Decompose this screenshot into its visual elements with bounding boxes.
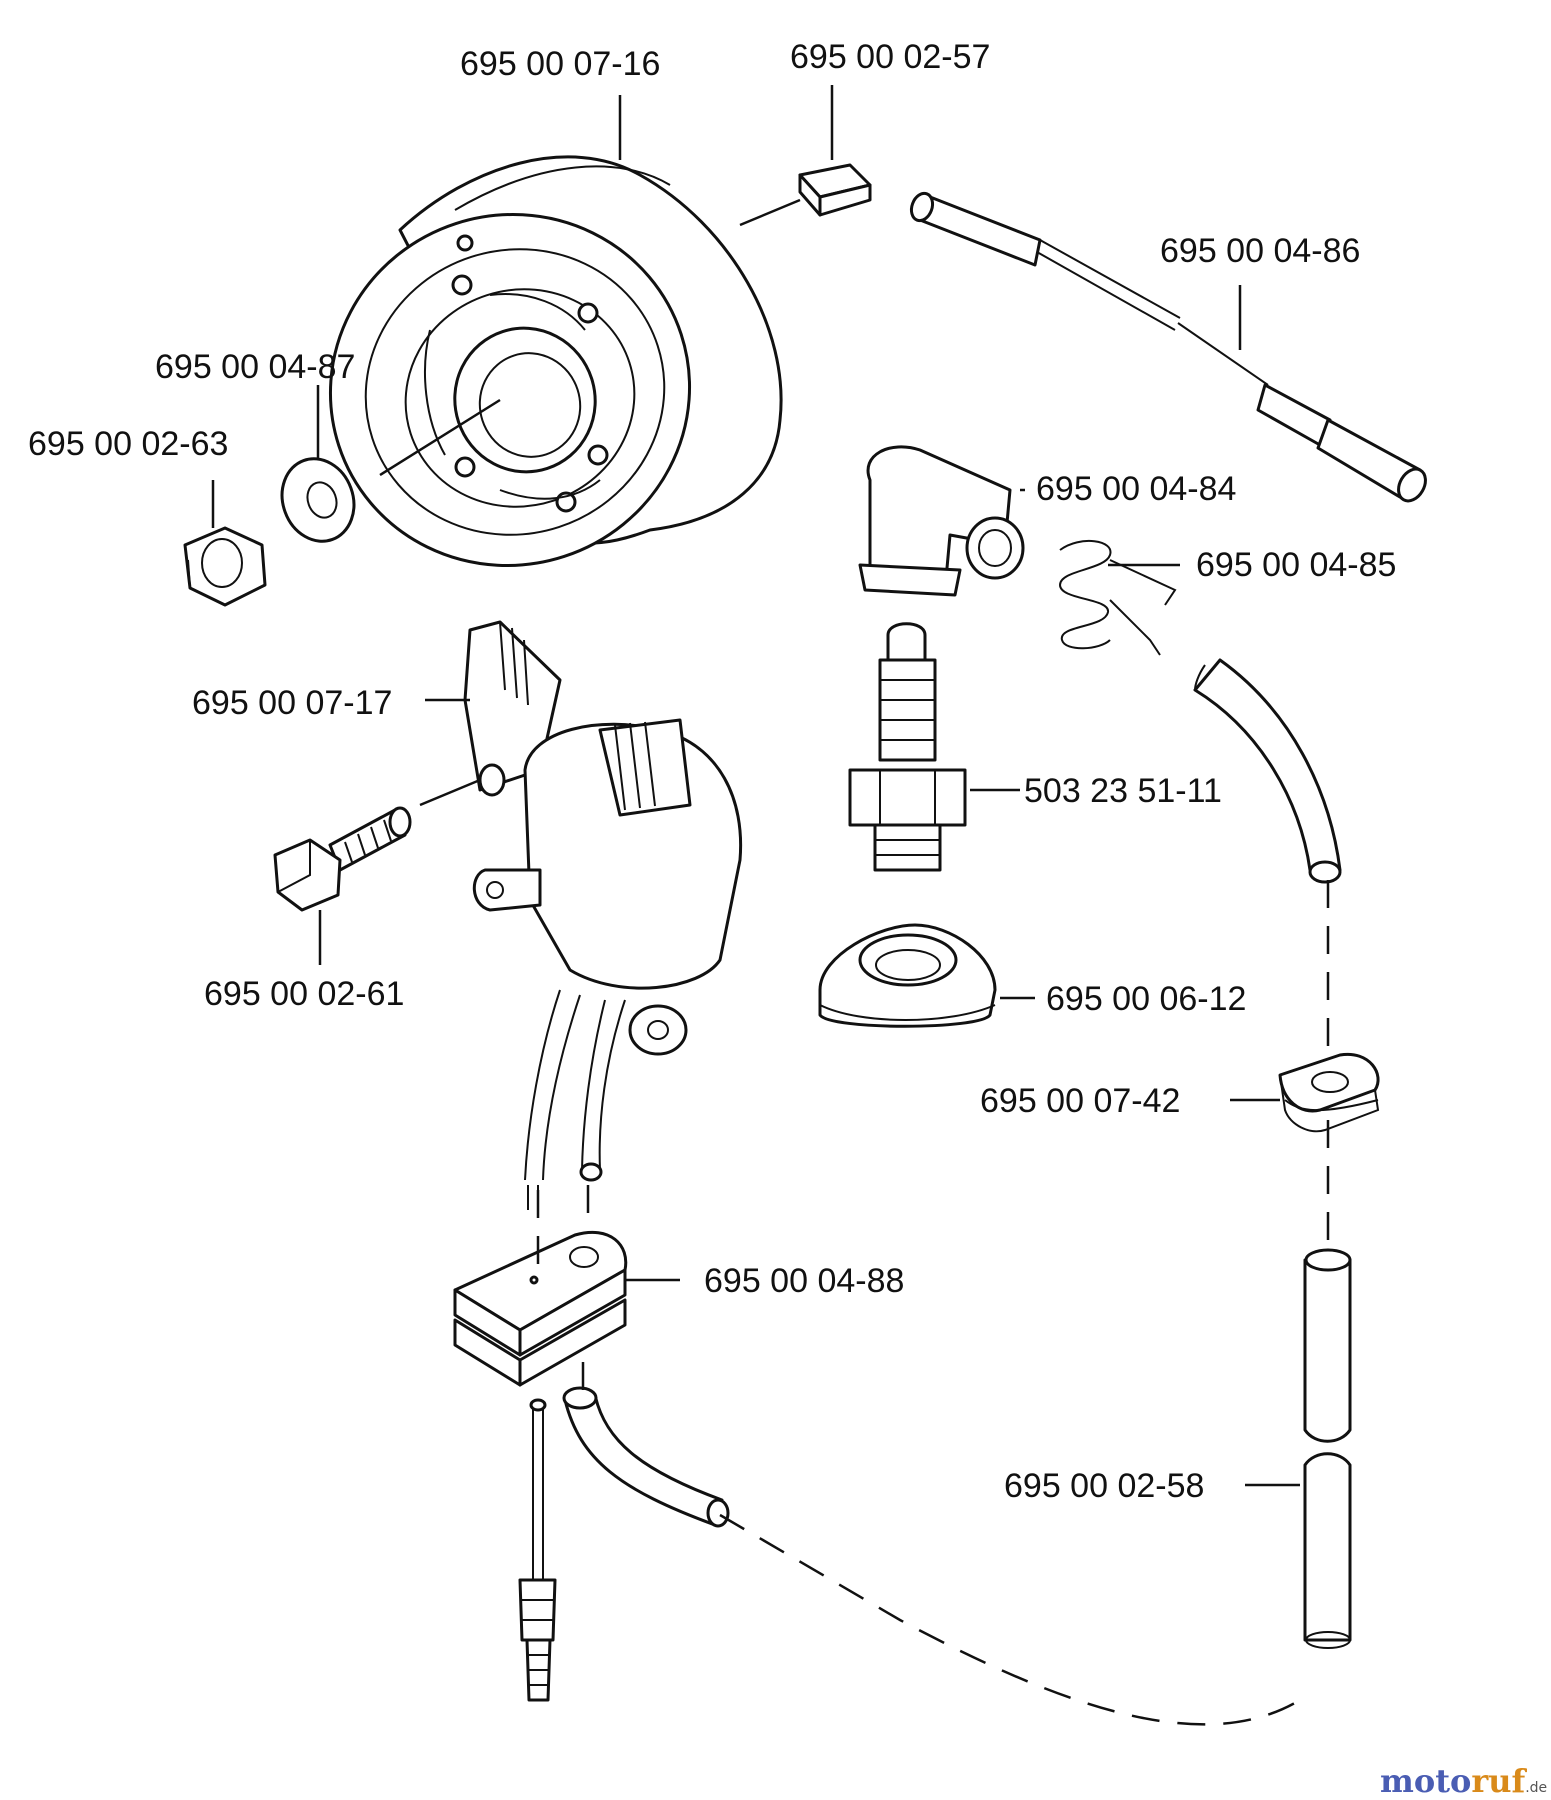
label-screw: 695 00 02-61 <box>204 975 404 1013</box>
dashed-guides <box>536 880 1330 1726</box>
label-flywheel: 695 00 07-16 <box>460 45 660 83</box>
leader-lines <box>211 85 1300 1487</box>
ht-lead-drawing <box>909 191 1427 503</box>
label-nut: 695 00 02-63 <box>28 425 228 463</box>
long-hose-drawing <box>1193 658 1342 884</box>
watermark-logo: motoruf.de <box>1380 1762 1547 1800</box>
label-clamp: 695 00 07-42 <box>980 1082 1180 1120</box>
key-drawing <box>798 163 872 217</box>
spark-cap-drawing <box>858 445 1025 597</box>
label-key: 695 00 02-57 <box>790 38 990 76</box>
screw-drawing <box>273 806 412 912</box>
label-spring: 695 00 04-85 <box>1196 546 1396 584</box>
grommet-drawing <box>818 923 997 1028</box>
washer-drawing <box>280 457 356 543</box>
part-labels: 695 00 07-16 695 00 02-57 695 00 04-86 6… <box>28 38 1396 1505</box>
label-ht-lead: 695 00 04-86 <box>1160 232 1360 270</box>
spark-plug-drawing <box>848 622 967 872</box>
clamp-drawing <box>1278 1052 1380 1133</box>
flywheel-drawing <box>328 155 783 567</box>
svg-text:motoruf.de: motoruf.de <box>1380 1762 1547 1800</box>
connector-block-drawing <box>453 1230 628 1387</box>
short-hose-drawing <box>562 1386 730 1528</box>
label-grommet: 695 00 06-12 <box>1046 980 1246 1018</box>
ignition-module-drawing <box>463 620 743 1210</box>
label-tube: 695 00 02-58 <box>1004 1467 1204 1505</box>
label-washer: 695 00 04-87 <box>155 348 355 386</box>
label-connector-block: 695 00 04-88 <box>704 1262 904 1300</box>
label-ignition-module: 695 00 07-17 <box>192 684 392 722</box>
label-spark-cap: 695 00 04-84 <box>1036 470 1236 508</box>
label-spark-plug: 503 23 51-11 <box>1024 772 1222 810</box>
nut-drawing <box>183 526 267 607</box>
terminal-drawing <box>518 1398 557 1702</box>
spring-drawing <box>1058 539 1177 656</box>
tube-drawing <box>1303 1248 1352 1649</box>
